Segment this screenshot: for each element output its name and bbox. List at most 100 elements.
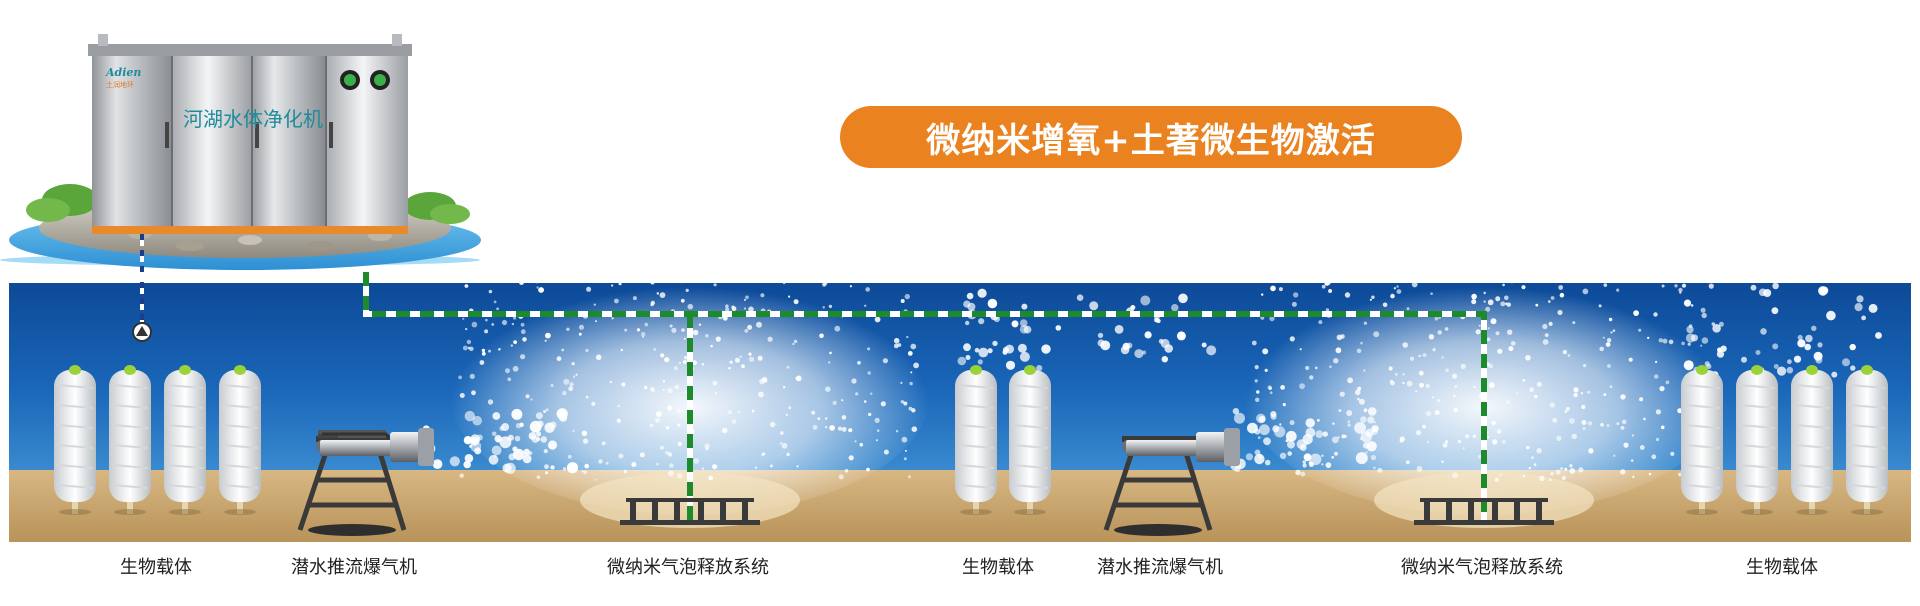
bubble [1363, 321, 1367, 325]
bubble [782, 386, 786, 389]
bubble [1508, 346, 1514, 352]
bubble [605, 461, 609, 465]
bubble [1377, 467, 1383, 473]
bubble [583, 438, 589, 444]
bubble [1621, 419, 1627, 425]
bubble [1700, 344, 1703, 347]
bubble [965, 320, 970, 326]
bubble [1371, 295, 1375, 299]
bubble [1445, 368, 1449, 373]
bubble [1741, 356, 1747, 363]
bubble [874, 417, 880, 423]
bubble [1371, 425, 1379, 433]
bubble [1654, 360, 1658, 364]
bubble [1317, 419, 1320, 422]
bubble [841, 399, 844, 402]
bubble [1559, 292, 1565, 298]
bubble [760, 280, 762, 283]
bubble [1539, 475, 1545, 481]
bubble [620, 348, 623, 352]
bubble [481, 351, 486, 356]
bubble [1487, 327, 1490, 330]
machine-label: 河湖水体净化机 [183, 107, 323, 131]
bubble [1486, 337, 1491, 342]
bubble [1639, 397, 1644, 402]
bubble [667, 405, 673, 411]
bubble [1490, 318, 1497, 325]
bubble [1868, 303, 1878, 313]
bubble [1473, 385, 1476, 389]
bubble [632, 296, 637, 301]
bubble [1804, 343, 1811, 351]
bubble [1599, 346, 1604, 352]
bubble [513, 316, 517, 320]
bubble [1441, 356, 1444, 359]
bubble [911, 426, 918, 433]
bubble [1755, 350, 1761, 355]
bubble [1434, 316, 1439, 321]
bubble [1130, 305, 1136, 310]
bubble [793, 339, 798, 344]
bubble [895, 430, 899, 433]
bubble [901, 436, 908, 443]
bubble [1296, 439, 1307, 450]
bubble [550, 383, 554, 388]
bubble [1299, 348, 1302, 351]
bubble [883, 449, 889, 455]
bubble [462, 345, 468, 351]
bubble [1638, 328, 1642, 332]
bubble [769, 421, 776, 428]
bubble [449, 456, 460, 467]
bubble [1548, 300, 1551, 303]
bubble [701, 467, 705, 470]
bubble [788, 406, 792, 410]
bubble [1550, 296, 1555, 300]
bubble [593, 303, 596, 306]
bubble [1279, 423, 1282, 426]
bubble [1588, 448, 1594, 454]
bubble [531, 435, 539, 443]
bubble [966, 292, 974, 300]
bubble [514, 435, 521, 442]
bubble [1608, 317, 1613, 322]
bubble [535, 412, 543, 420]
bubble [1678, 287, 1683, 293]
bubble [543, 410, 547, 413]
bubble [1295, 469, 1301, 476]
bubble [493, 300, 497, 304]
bubble [1300, 471, 1306, 477]
bubble [867, 347, 871, 351]
bubble [1232, 408, 1240, 415]
bubble [1572, 321, 1576, 325]
bubble [1019, 325, 1029, 334]
bio-carrier-groups [54, 365, 1888, 515]
bubble [659, 292, 666, 298]
bubble [705, 447, 709, 451]
bubble [598, 459, 603, 464]
bubble [739, 355, 742, 358]
bubble [792, 342, 795, 346]
bubble [713, 283, 717, 287]
bubble [575, 373, 578, 376]
bubble [714, 392, 718, 395]
bubble [1418, 354, 1421, 358]
bubble [1525, 355, 1531, 361]
bubble [1346, 410, 1353, 416]
bubble [1002, 349, 1008, 355]
bubble [828, 304, 833, 309]
bubble [1309, 453, 1322, 466]
bubble [1568, 418, 1575, 424]
bubble [1254, 453, 1265, 465]
bubble [855, 392, 859, 396]
bubble [864, 304, 867, 307]
bubble [1445, 440, 1449, 444]
bubble [1394, 372, 1398, 376]
bubble [1483, 291, 1486, 295]
bubble [1419, 370, 1424, 376]
bubble [1655, 409, 1661, 415]
bubble [650, 386, 654, 390]
bubble [903, 401, 908, 406]
bubble [1605, 342, 1611, 347]
bubble [644, 385, 648, 390]
bubble [1763, 289, 1772, 297]
